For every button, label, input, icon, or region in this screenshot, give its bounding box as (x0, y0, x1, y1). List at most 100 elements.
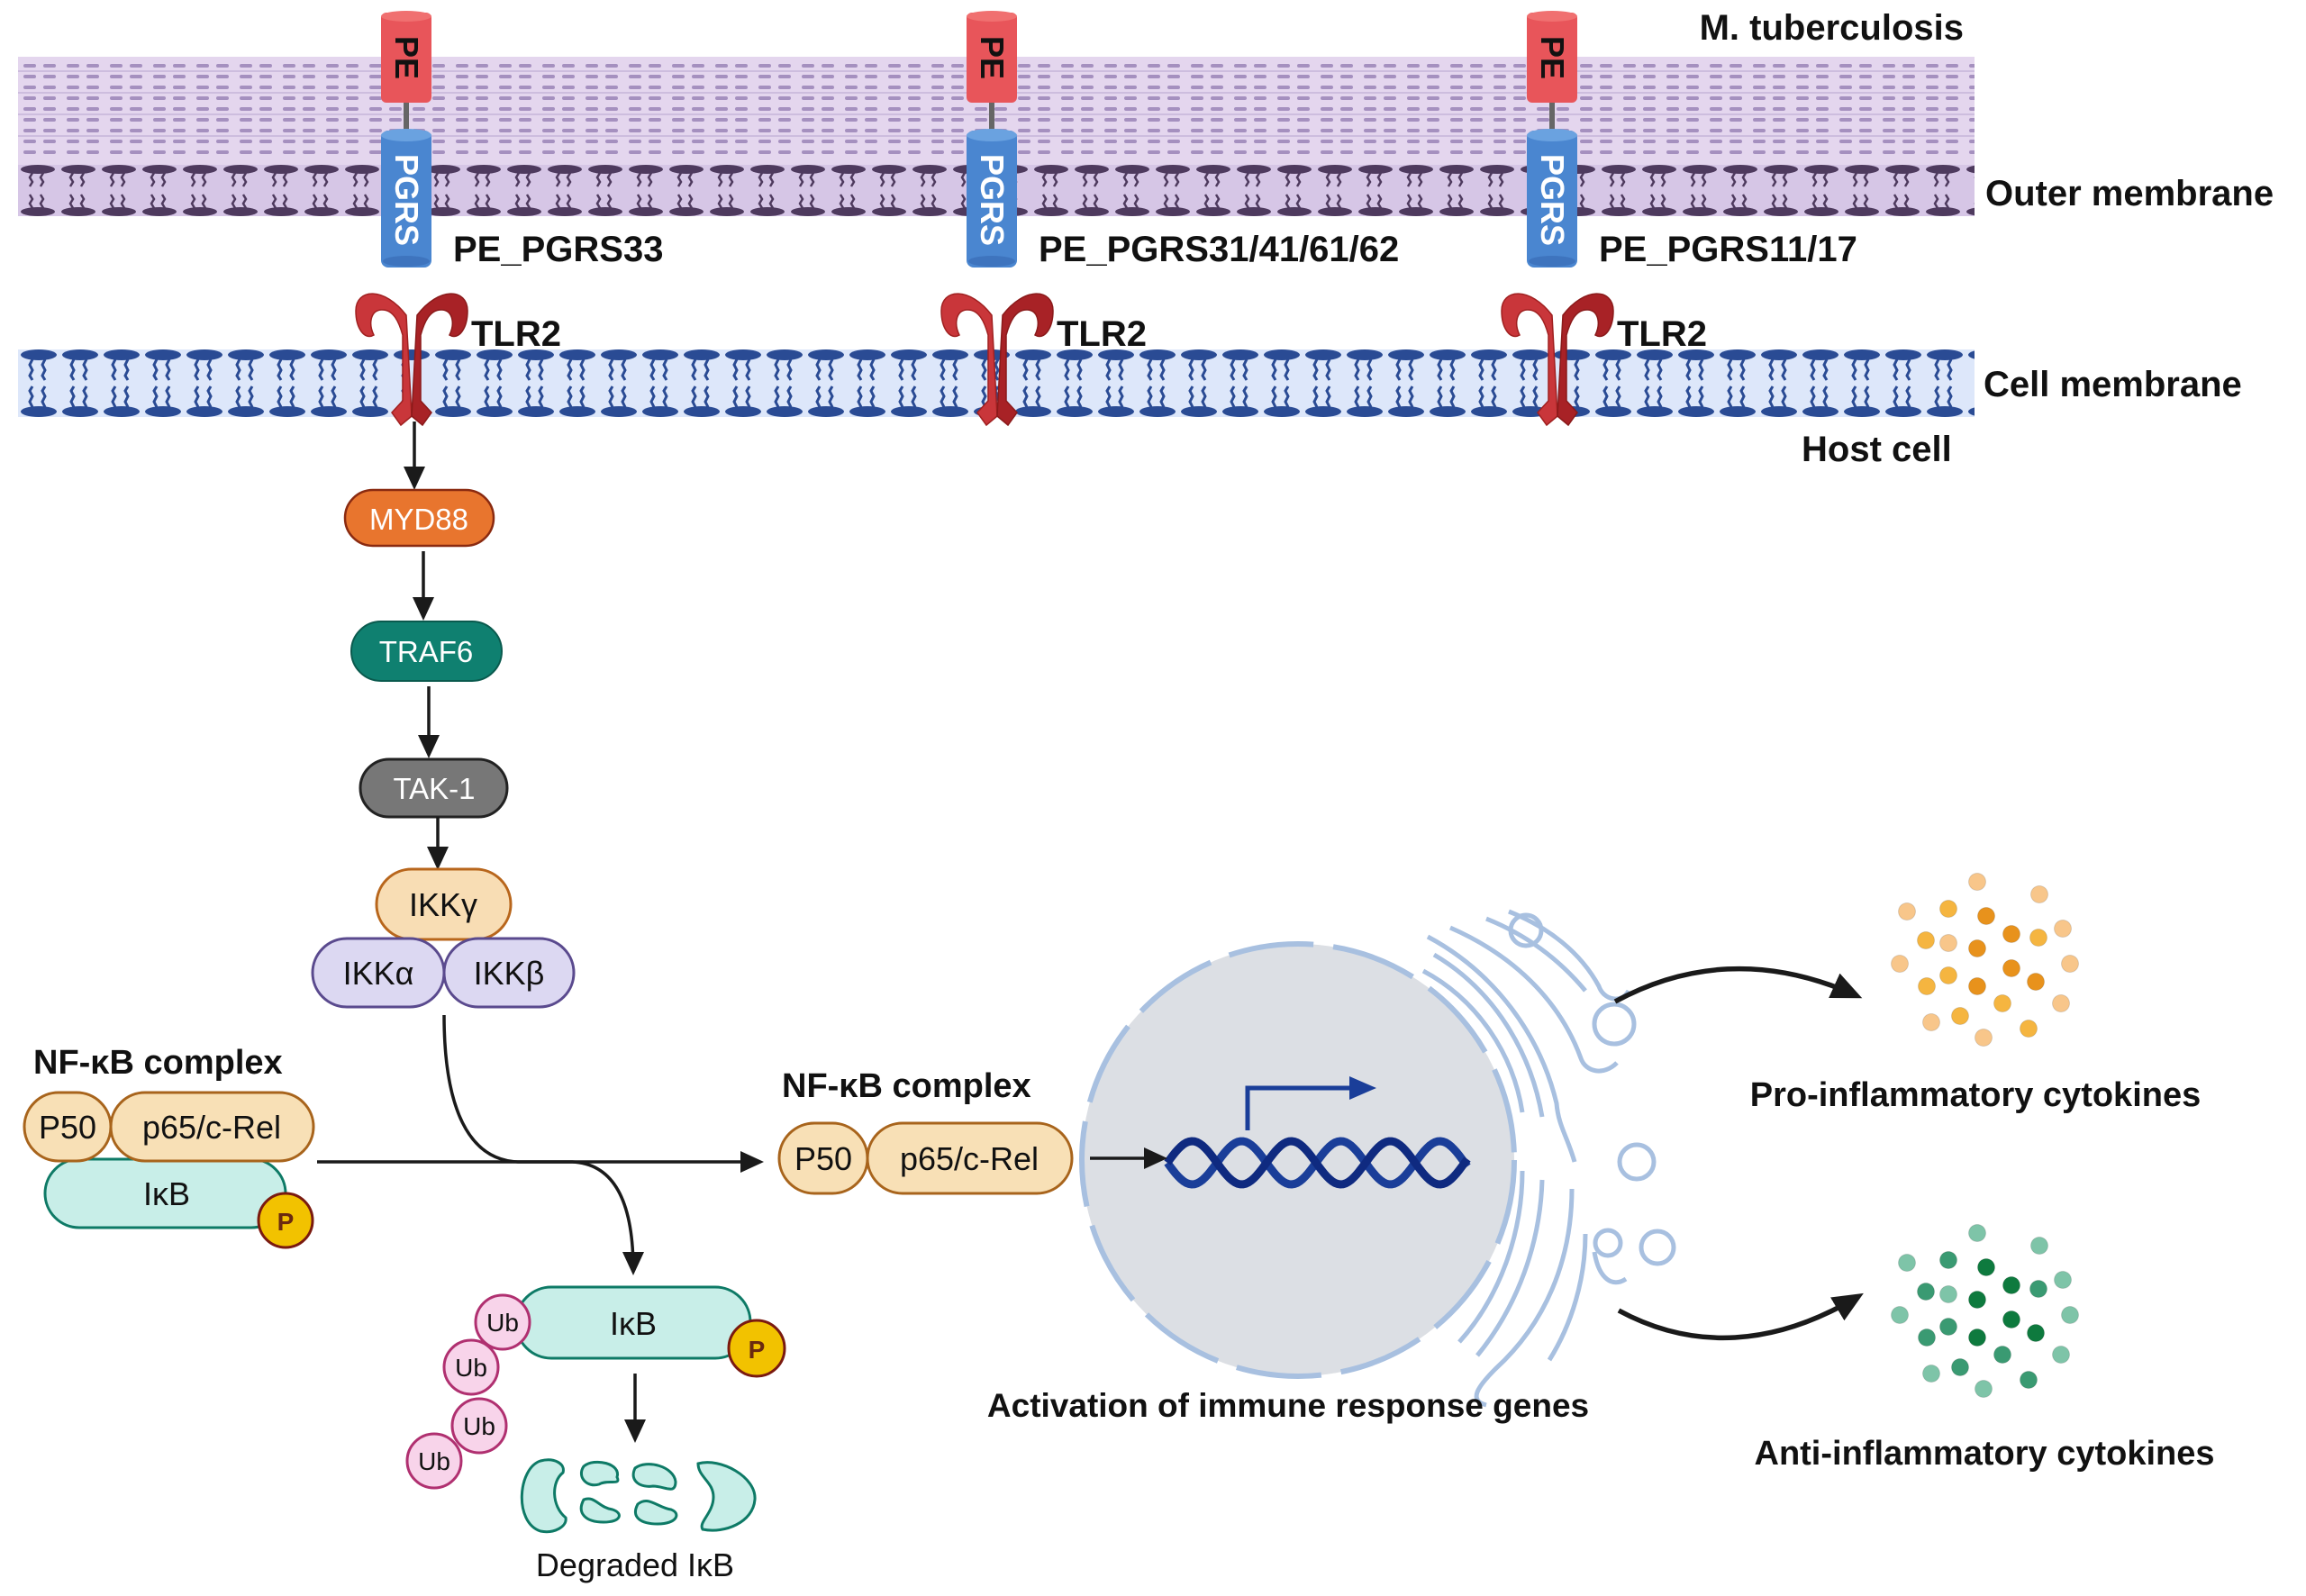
ubiquitin-2: Ub (442, 1338, 500, 1396)
p50-left-label: P50 (39, 1109, 96, 1146)
ubiquitin-label: Ub (463, 1412, 495, 1440)
pe-label: PE (388, 36, 425, 79)
ikk-beta-label: IKKβ (474, 955, 545, 992)
pro-inflammatory-cytokine-dot (2029, 929, 2047, 947)
ubiquitin-3: Ub (450, 1397, 508, 1455)
pgrs-domain: PGRS (967, 129, 1017, 268)
tlr2-label: TLR2 (1057, 314, 1147, 354)
arrow-ikk-phosphorylation (442, 1014, 644, 1275)
anti-inflammatory-cytokine-dot (1993, 1346, 2011, 1364)
anti-inflammatory-cytokine-dot (1891, 1306, 1909, 1324)
pgrs-label: PGRS (974, 154, 1011, 246)
tak1-label: TAK-1 (393, 772, 475, 805)
cell-membrane-label: Cell membrane (1984, 365, 2242, 404)
myd88-node: MYD88 (343, 488, 495, 548)
pro-inflammatory-cytokines (1891, 873, 2079, 1047)
pro-inflammatory-cytokine-dot (2002, 959, 2020, 977)
pe-domain: PE (381, 11, 431, 103)
anti-inflammatory-cytokine-dot (1939, 1318, 1957, 1336)
ubiquitin-4: Ub (405, 1432, 463, 1490)
tak1-node: TAK-1 (359, 757, 509, 819)
transcription-start-arrow (1245, 1076, 1376, 1130)
fragment-1 (520, 1458, 567, 1534)
pro-inflammatory-cytokine-dot (1939, 934, 1957, 952)
tlr2-receptor-icon (355, 293, 468, 427)
ikk-gamma (375, 867, 513, 941)
anti-inflammatory-cytokine-dot (2020, 1371, 2038, 1389)
pro-inflammatory-cytokine-dot (1968, 939, 1986, 957)
anti-inflammatory-cytokine-dot (2052, 1346, 2070, 1364)
pro-inflammatory-cytokine-dot (1968, 977, 1986, 995)
pro-inflammatory-cytokine-dot (1951, 1007, 1969, 1025)
nfkb-inactive-complex: IκB p65/c-Rel P50 P (23, 1091, 315, 1249)
ubiquitin-label: Ub (486, 1309, 519, 1337)
fragment-4 (631, 1463, 677, 1491)
phospho-ub-icon (727, 1319, 786, 1378)
pgrs-domain: PGRS (1527, 129, 1577, 268)
degraded-ikb-fragments (520, 1458, 757, 1534)
pro-inflammatory-cytokine-dot (1918, 977, 1936, 995)
pro-inflammatory-cytokine-dot (1939, 966, 1957, 984)
anti-inflammatory-cytokine-dot (2027, 1324, 2045, 1342)
p50-left (23, 1091, 113, 1163)
phospho-left-label: P (277, 1208, 295, 1236)
anti-inflammatory-cytokine-dot (1917, 1283, 1935, 1301)
anti-inflammatory-cytokine-dot (2054, 1271, 2072, 1289)
anti-inflammatory-cytokine-dot (2002, 1310, 2020, 1328)
pgrs-label: PGRS (388, 154, 425, 246)
ubiquitin-label: Ub (455, 1354, 487, 1382)
anti-inflammatory-cytokine-dot (1939, 1251, 1957, 1269)
p65-left-label: p65/c-Rel (142, 1109, 281, 1146)
pro-inflammatory-cytokine-dot (1922, 1013, 1940, 1031)
endoplasmic-reticulum (1421, 909, 1676, 1408)
pro-inflammatory-cytokine-dot (1993, 994, 2011, 1012)
pro-inflammatory-cytokine-dot (2054, 920, 2072, 938)
ikb-left-label: IκB (143, 1175, 190, 1212)
anti-inflammatory-cytokine-dot (1951, 1358, 1969, 1376)
anti-inflammatory-cytokine-dot (2002, 1276, 2020, 1294)
pro-inflammatory-cytokine-dot (2052, 994, 2070, 1012)
fragment-2 (579, 1460, 620, 1487)
pro-inflammatory-cytokine-dot (2002, 925, 2020, 943)
pro-inflammatory-cytokine-dot (2027, 973, 2045, 991)
pro-inflammatory-cytokine-dot (1898, 902, 1916, 920)
ikk-gamma-label: IKKγ (409, 886, 477, 923)
pe-domain: PE (1527, 11, 1577, 103)
fragment-6 (696, 1461, 757, 1532)
pro-inflammatory-cytokine-dot (1891, 955, 1909, 973)
anti-inflammatory-cytokine-dot (2061, 1306, 2079, 1324)
anti-inflammatory-cytokine-dot (1975, 1380, 1993, 1398)
traf6-node: TRAF6 (350, 621, 503, 682)
anti-inflammatory-cytokine-dot (1939, 1285, 1957, 1303)
arrow-to-pro-inflammatory (1613, 966, 1863, 1004)
anti-inflammatory-cytokine-dot (2029, 1280, 2047, 1298)
pro-inflammatory-cytokine-dot (1975, 1029, 1993, 1047)
tlr2-label: TLR2 (471, 314, 561, 354)
ikk-alpha-label: IKKα (343, 955, 414, 992)
myd88-label: MYD88 (369, 503, 468, 536)
nfkb-active-complex: p65/c-Rel P50 (777, 1121, 1074, 1195)
ubiquitin-1: Ub (474, 1293, 531, 1351)
p65-right-label: p65/c-Rel (900, 1140, 1039, 1177)
pro-inflammatory-cytokine-dot (1977, 907, 1995, 925)
anti-inflammatory-cytokine-dot (1968, 1291, 1986, 1309)
pe-label: PE (1534, 36, 1571, 79)
p50-right-label: P50 (794, 1140, 852, 1177)
anti-inflammatory-cytokine-dot (1968, 1224, 1986, 1242)
pro-inflammatory-label: Pro-inflammatory cytokines (1750, 1076, 2201, 1114)
nfkb-complex-title-left: NF-κB complex (33, 1044, 283, 1082)
p50-right (777, 1121, 869, 1195)
pe-domain: PE (967, 11, 1017, 103)
pe-pgrs-name-label: PE_PGRS33 (453, 230, 663, 269)
pro-inflammatory-cytokine-dot (2030, 885, 2048, 903)
arrow-to-anti-inflammatory (1617, 1292, 1864, 1341)
anti-inflammatory-cytokines (1891, 1224, 2079, 1398)
pgrs-label: PGRS (1534, 154, 1571, 246)
pro-inflammatory-cytokine-dot (2020, 1020, 2038, 1038)
phospho-ub-label: P (749, 1336, 766, 1364)
anti-inflammatory-cytokine-dot (1922, 1365, 1940, 1383)
